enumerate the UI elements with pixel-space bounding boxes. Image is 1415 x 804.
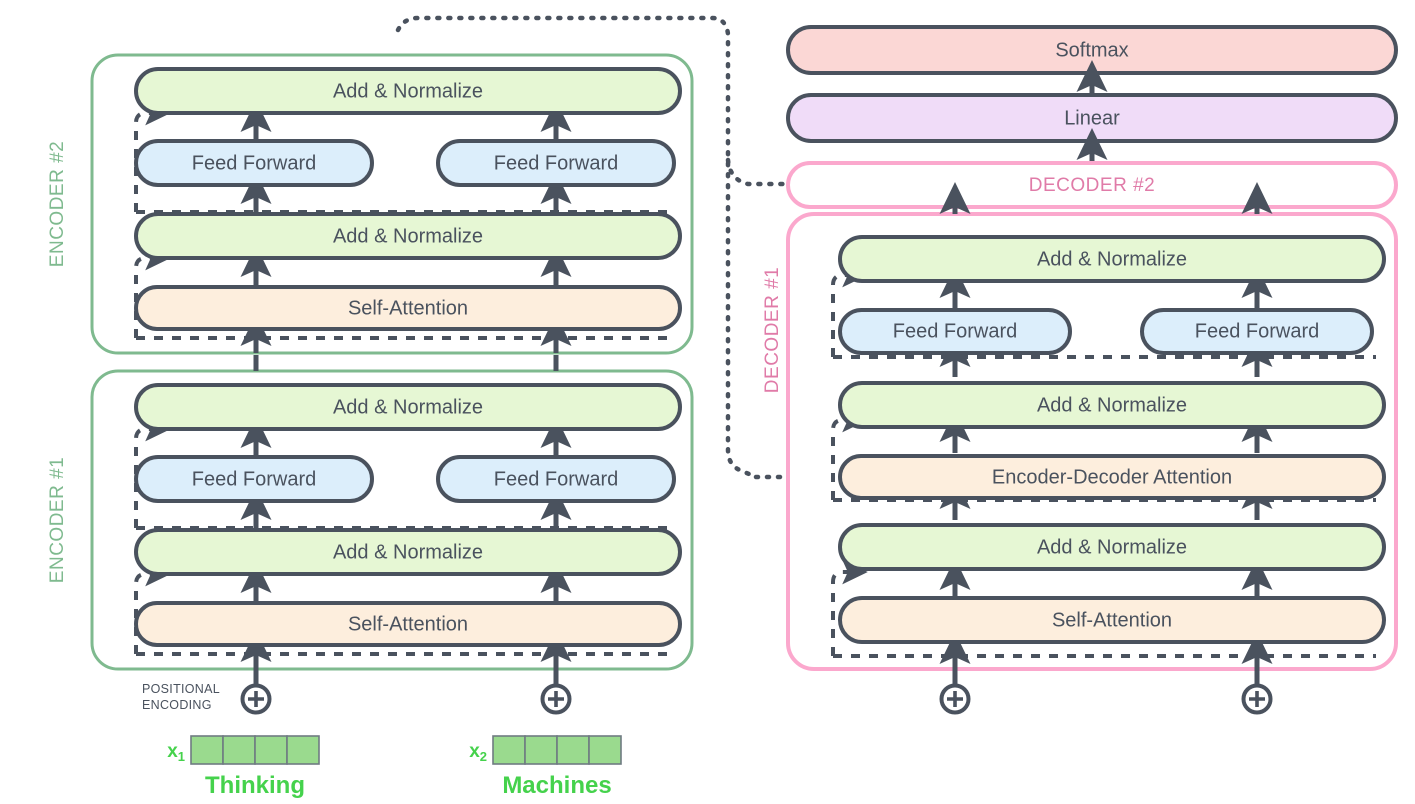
- decoder-1-add-normalize-top-label: Add & Normalize: [1037, 248, 1187, 270]
- decoder-1-residual-2: [831, 407, 868, 500]
- encoder-1-residual-1: [134, 561, 171, 654]
- decoder-1-add-normalize-bottom-label: Add & Normalize: [1037, 536, 1187, 558]
- decoder-1-self-attention-label: Self-Attention: [1052, 609, 1172, 631]
- encoder-2-feed-forward-right-label: Feed Forward: [494, 152, 619, 174]
- encoder-2-feed-forward-left[interactable]: Feed Forward: [134, 139, 374, 187]
- decoder-1-encoder-decoder-attention-label: Encoder-Decoder Attention: [992, 466, 1232, 488]
- encoder-2-add-normalize-bottom[interactable]: Add & Normalize: [134, 212, 682, 260]
- decoder-1-add-normalize-middle-label: Add & Normalize: [1037, 394, 1187, 416]
- decoder-1-self-attention[interactable]: Self-Attention: [838, 596, 1386, 644]
- decoder-1-encoder-decoder-attention[interactable]: Encoder-Decoder Attention: [838, 454, 1386, 500]
- decoder-1-add-normalize-middle[interactable]: Add & Normalize: [838, 381, 1386, 429]
- decoder-1-residual-3: [831, 262, 868, 357]
- positional-encoding-plus-2[interactable]: [540, 683, 572, 715]
- encoder-1-label: ENCODER #1: [47, 457, 68, 583]
- encoder-2-residual-2: [134, 100, 171, 212]
- token-2-word: Machines: [502, 772, 611, 799]
- encoder-1-residual-2: [134, 416, 171, 528]
- linear-label: Linear: [1064, 107, 1120, 129]
- decoder-1-feed-forward-right-label: Feed Forward: [1195, 320, 1320, 342]
- encoder-1-self-attention-label: Self-Attention: [348, 613, 468, 635]
- softmax-box[interactable]: Softmax: [786, 25, 1398, 75]
- token-1-variable: x1: [167, 741, 185, 764]
- encoder-2-self-attention-label: Self-Attention: [348, 297, 468, 319]
- token-1-word: Thinking: [205, 772, 305, 799]
- encoder-1-self-attention[interactable]: Self-Attention: [134, 601, 682, 647]
- encoder-stack-2[interactable]: ENCODER #2 Self-Attention Add & Normaliz…: [47, 53, 694, 355]
- decoder-1-add-normalize-bottom[interactable]: Add & Normalize: [838, 523, 1386, 571]
- positional-encoding-label-line2: ENCODING: [142, 698, 212, 712]
- token-2-variable: x2: [469, 741, 487, 764]
- decoder-1-label: DECODER #1: [762, 267, 783, 393]
- encoder-1-add-normalize-bottom[interactable]: Add & Normalize: [134, 528, 682, 576]
- token-2: x2 Machines: [469, 735, 622, 799]
- token-1: x1 Thinking: [167, 735, 320, 799]
- encoder-2-add-normalize-top-label: Add & Normalize: [333, 80, 483, 102]
- positional-encoding-label-line1: POSITIONAL: [142, 682, 220, 696]
- decoder-1-add-normalize-top[interactable]: Add & Normalize: [838, 235, 1386, 283]
- decoder-1-feed-forward-left-label: Feed Forward: [893, 320, 1018, 342]
- decoder-1-feed-forward-left[interactable]: Feed Forward: [838, 308, 1072, 355]
- decoder-positional-plus-1[interactable]: [939, 683, 971, 715]
- encoder-2-self-attention[interactable]: Self-Attention: [134, 285, 682, 331]
- encoder-1-feed-forward-left-label: Feed Forward: [192, 468, 317, 490]
- decoder-1-residual-1: [831, 559, 868, 656]
- encoder-1-feed-forward-left[interactable]: Feed Forward: [134, 455, 374, 503]
- encoder-stack-1[interactable]: ENCODER #1 Self-Attention Add & Normaliz…: [47, 355, 694, 680]
- encoder-1-add-normalize-top[interactable]: Add & Normalize: [134, 383, 682, 431]
- encoder-1-add-normalize-bottom-label: Add & Normalize: [333, 541, 483, 563]
- decoder-2-label: DECODER #2: [1029, 175, 1155, 196]
- encoder-2-add-normalize-top[interactable]: Add & Normalize: [134, 67, 682, 115]
- encoder-2-add-normalize-bottom-label: Add & Normalize: [333, 225, 483, 247]
- encoder-2-feed-forward-right[interactable]: Feed Forward: [436, 139, 676, 187]
- decoder-1-feed-forward-right[interactable]: Feed Forward: [1140, 308, 1374, 355]
- positional-encoding-encoder: POSITIONAL ENCODING: [142, 682, 572, 715]
- encoder-2-label: ENCODER #2: [47, 141, 68, 267]
- decoder-stack-2[interactable]: DECODER #2: [786, 161, 1398, 209]
- encoder-1-add-normalize-top-label: Add & Normalize: [333, 396, 483, 418]
- encoder-2-feed-forward-left-label: Feed Forward: [192, 152, 317, 174]
- positional-encoding-decoder: [939, 683, 1273, 715]
- token-1-embedding-cells: [190, 735, 320, 765]
- encoder-output-bus: [395, 15, 759, 480]
- encoder-2-residual-1: [134, 245, 171, 338]
- softmax-label: Softmax: [1055, 39, 1128, 61]
- encoder-1-feed-forward-right-label: Feed Forward: [494, 468, 619, 490]
- decoder-stack-1[interactable]: DECODER #1 Self-Attention Add: [762, 182, 1398, 682]
- decoder-positional-plus-2[interactable]: [1241, 683, 1273, 715]
- token-2-embedding-cells: [492, 735, 622, 765]
- linear-box[interactable]: Linear: [786, 93, 1398, 143]
- bus-to-decoder-2: [725, 157, 833, 197]
- encoder-1-feed-forward-right[interactable]: Feed Forward: [436, 455, 676, 503]
- positional-encoding-plus-1[interactable]: [240, 683, 272, 715]
